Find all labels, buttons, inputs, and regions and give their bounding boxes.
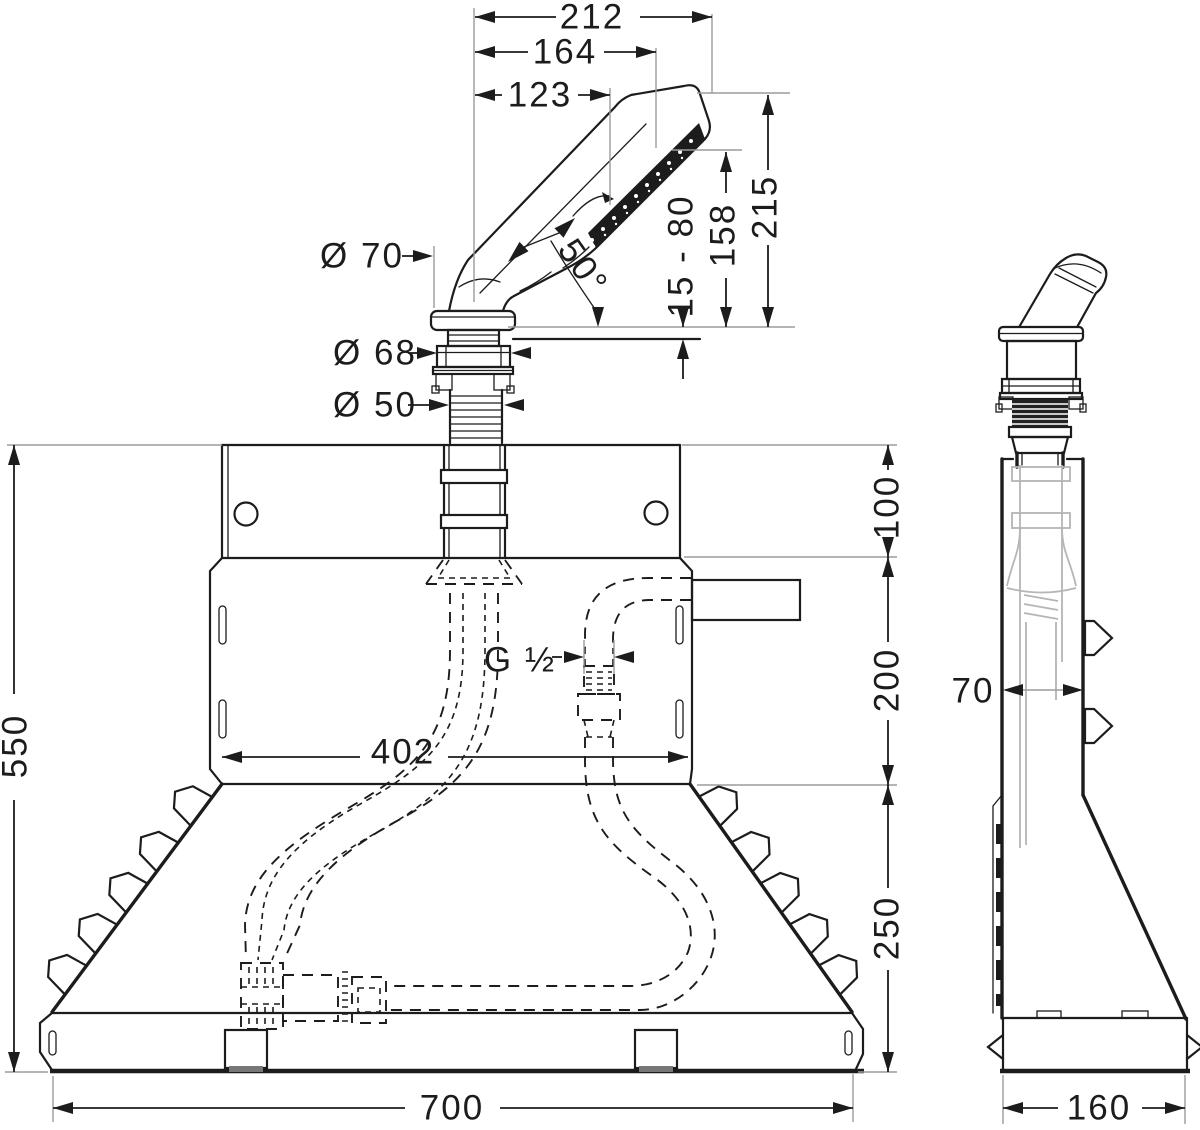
side-mounting-stack <box>995 325 1087 469</box>
dia-70-label: Ø 70 <box>320 237 404 276</box>
dim-402-label: 402 <box>371 733 435 772</box>
slot <box>48 1030 57 1056</box>
front-view: 212 164 123 215 158 15 - 80 50° <box>0 0 907 1128</box>
dim-164-label: 164 <box>533 33 597 72</box>
dim-250-label: 250 <box>868 896 907 960</box>
foot-block-right <box>633 1028 679 1070</box>
wall-plate <box>220 443 682 560</box>
side-view: 70 160 <box>952 253 1200 1128</box>
handle-axis-line <box>479 123 647 294</box>
slot <box>844 1030 853 1056</box>
screw-hole-left <box>233 501 259 527</box>
hidden-plumbing <box>240 559 716 1030</box>
mounting-nut <box>435 344 512 369</box>
clip-arrow-tab <box>1083 707 1114 745</box>
dia-68-label: Ø 68 <box>333 334 417 373</box>
second-hose <box>386 737 716 1011</box>
thread-label: G ½ <box>484 641 556 680</box>
dim-200-label: 200 <box>868 648 907 712</box>
escutcheon-hidden-outline <box>425 559 523 585</box>
slant-edge-left <box>50 782 224 1014</box>
clip-arrow-tab <box>1083 619 1114 657</box>
dim-212-label: 212 <box>560 0 624 37</box>
hand-shower <box>447 84 711 313</box>
riser-pipe <box>439 443 509 560</box>
hidden-pipe-in-channel <box>1006 465 1077 848</box>
spray-nozzles <box>590 139 693 248</box>
slant-edge-right <box>688 782 854 1014</box>
dim-range-label: 15 - 80 <box>662 195 701 318</box>
outlet-box <box>690 578 802 622</box>
side-spout <box>1016 253 1108 331</box>
foot-block-left <box>223 1028 269 1070</box>
shower-hose-bundle <box>244 593 499 961</box>
threaded-pipe <box>448 388 504 445</box>
support-body <box>47 782 859 1014</box>
slot <box>675 605 684 645</box>
ribbed-collar <box>446 328 501 348</box>
slot <box>675 699 684 739</box>
base-strip <box>38 1011 865 1074</box>
dim-123-label: 123 <box>508 76 572 115</box>
foot-pad-right <box>639 1066 673 1072</box>
foot-pad-left <box>229 1066 263 1072</box>
dim-550-label: 550 <box>0 714 35 778</box>
dim-215-label: 215 <box>746 175 785 239</box>
dimensions-front: 212 164 123 215 158 15 - 80 50° <box>0 0 907 1128</box>
dia-50-label: Ø 50 <box>333 386 417 425</box>
g-half-thread <box>583 665 615 695</box>
clip-tab-left <box>435 373 453 391</box>
dimensions-side: 70 160 <box>952 672 1186 1128</box>
dim-158-label: 158 <box>704 203 743 267</box>
escutcheon-plate <box>429 309 517 332</box>
dim-100-label: 100 <box>868 475 907 539</box>
slot <box>218 699 227 739</box>
mid-panel <box>208 556 802 786</box>
side-profile <box>986 457 1200 1074</box>
wedge-edge <box>1081 793 1188 1021</box>
side-dim-70-label: 70 <box>952 672 995 711</box>
screw-hole-right <box>643 500 669 526</box>
fixing-tabs-left <box>47 785 214 997</box>
mounting-stack <box>429 309 795 560</box>
dim-700-label: 700 <box>420 1089 484 1128</box>
side-dim-160-label: 160 <box>1067 1089 1131 1128</box>
fixing-tabs-right <box>697 785 859 997</box>
slot <box>218 605 227 645</box>
hose-coupling <box>240 962 387 1030</box>
outlet-elbow <box>577 577 691 738</box>
side-base-block <box>986 1010 1200 1074</box>
union-nut <box>577 693 621 721</box>
